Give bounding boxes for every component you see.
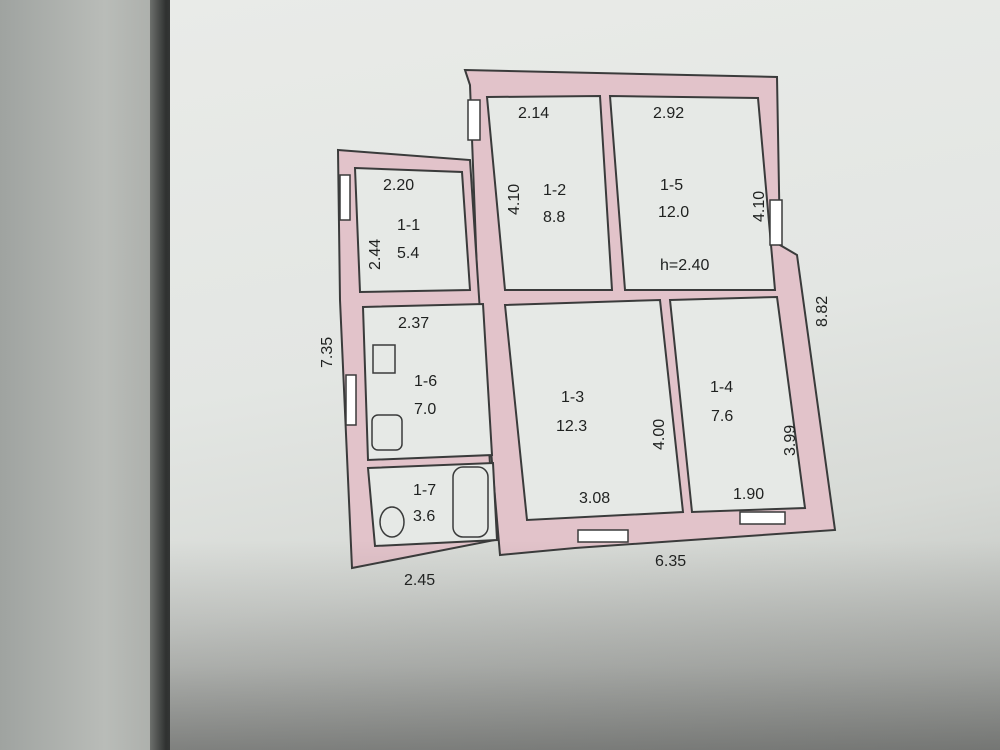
room-1-4-shape [668,295,807,514]
room-id-1-2: 1-2 [543,182,566,199]
labels: 1-2 8.8 1-5 12.0 1-1 5.4 1-6 7.0 1-7 3.6… [319,105,831,589]
room-area-1-3: 12.3 [556,418,587,435]
toilet-icon [379,506,405,538]
room-id-1-3: 1-3 [561,389,584,406]
room-area-1-2: 8.8 [543,209,565,226]
window-bottom [577,529,629,543]
room-area-1-4: 7.6 [711,408,733,425]
dim-7-35: 7.35 [319,337,336,368]
dim-2-37: 2.37 [398,315,429,332]
dim-2-44: 2.44 [367,239,384,270]
window-annex [339,174,351,221]
room-area-1-5: 12.0 [658,204,689,221]
dim-1-90: 1.90 [733,486,764,503]
window-annex-lower [345,374,357,426]
ceiling-height: h=2.40 [660,257,709,274]
dim-4-00: 4.00 [651,419,668,450]
room-area-1-1: 5.4 [397,245,419,262]
room-1-6-shape [361,302,494,462]
rooms [353,94,807,548]
room-id-1-7: 1-7 [413,482,436,499]
room-area-1-6: 7.0 [414,401,436,418]
room-id-1-4: 1-4 [710,379,733,396]
dim-2-45: 2.45 [404,572,435,589]
fixtures [371,344,489,538]
dim-2-92: 2.92 [653,105,684,122]
dim-2-20: 2.20 [383,177,414,194]
room-1-3-shape [503,298,685,522]
bathtub-icon [452,466,489,538]
room-1-7-shape [366,461,499,548]
dim-3-99: 3.99 [782,425,799,456]
window-top-left [467,99,481,141]
room-id-1-5: 1-5 [660,177,683,194]
window-bottom-right [739,511,786,525]
dim-6-35: 6.35 [655,553,686,570]
room-1-5-shape [608,94,777,291]
dim-3-08: 3.08 [579,490,610,507]
dim-4-10-left: 4.10 [506,184,523,215]
stove-icon [372,344,396,374]
room-1-1-shape [353,166,472,294]
left-page [0,0,175,750]
room-id-1-6: 1-6 [414,373,437,390]
dim-8-82: 8.82 [814,296,831,327]
windows [339,99,786,543]
dim-2-14: 2.14 [518,105,549,122]
window-right [769,199,783,246]
room-area-1-7: 3.6 [413,508,435,525]
sink-icon [371,414,403,451]
room-id-1-1: 1-1 [397,217,420,234]
dim-4-10-right: 4.10 [751,191,768,222]
room-1-2-shape [485,94,614,291]
